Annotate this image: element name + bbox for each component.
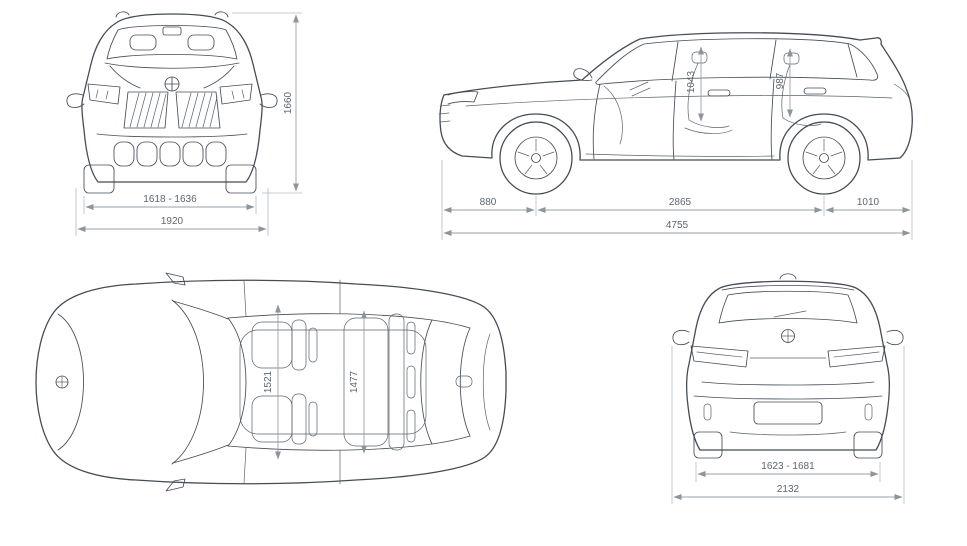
front-seats: [251, 319, 318, 445]
headlight-right: [219, 83, 253, 105]
mirror-right: [886, 329, 904, 346]
roof-side-edges: [227, 313, 433, 451]
tailgate-bottom-line: [701, 381, 875, 386]
rear-dimensions: 1623 - 1681 2132: [671, 346, 905, 504]
front-door-handle: [707, 89, 731, 97]
roof-spoiler-lip: [721, 285, 855, 291]
rear-left-tire: [693, 431, 723, 459]
kidney-grille: [123, 91, 221, 129]
hood-creases: [109, 65, 235, 89]
dimension-label-front-overhang: 880: [480, 197, 497, 208]
cowl-line: [104, 62, 240, 69]
headlight: [447, 91, 479, 105]
front-view: 1618 - 1636 1920 1660: [20, 0, 320, 255]
dimension-label-front-headroom: 1043: [686, 70, 697, 93]
right-headrest: [187, 34, 215, 51]
dimension-label-overall-length: 4755: [666, 220, 689, 231]
left-headrest: [129, 34, 157, 51]
bmw-roundel-icon: [55, 375, 69, 389]
dimension-label-front-track: 1618 - 1636: [143, 194, 197, 205]
dimension-label-rear-overhang: 1010: [857, 197, 880, 208]
front-left-tire: [83, 164, 115, 194]
taillight-edge: [893, 83, 910, 99]
dimension-label-front-width: 1920: [161, 216, 184, 227]
bumper-top-line: [693, 395, 883, 400]
character-line: [465, 95, 893, 107]
front-dimensions: 1618 - 1636 1920 1660: [75, 12, 302, 236]
bmw-roundel-icon: [781, 329, 795, 344]
sill-trim: [585, 153, 775, 157]
dimension-label-rear-headroom: 987: [775, 72, 786, 89]
diffuser-line: [729, 431, 847, 436]
door-seams: [592, 78, 775, 161]
reflector-right: [864, 403, 873, 421]
side-dimensions: 1043 987 880 2865 1010 4755: [441, 46, 913, 240]
side-view: 1043 987 880 2865 1010 4755: [424, 0, 944, 255]
rear-view: 1623 - 1681 2132: [658, 266, 918, 526]
dimension-label-height: 1660: [283, 91, 294, 114]
rear-window-arcs: [420, 319, 471, 445]
windshield: [106, 25, 238, 60]
rear-body-outline: [685, 280, 891, 451]
rear-right-tire: [853, 431, 883, 459]
side-car-drawing: [438, 32, 913, 195]
rear-wiper: [773, 310, 807, 318]
rear-window: [718, 290, 858, 324]
fin-antenna: [455, 375, 473, 388]
mirror-left: [672, 329, 690, 346]
windshield-top-arc: [227, 317, 247, 447]
front-right-tire: [225, 164, 257, 194]
c-pillars: [431, 319, 471, 445]
tail-edge-arc: [482, 333, 491, 431]
pillars: [671, 39, 858, 82]
rear-car-drawing: [672, 273, 904, 459]
door-seams: [243, 279, 341, 485]
panoramic-roof: [239, 329, 427, 435]
top-view: 1521 1477: [26, 272, 516, 517]
mirror-bottom: [165, 478, 186, 492]
lower-air-intakes: [113, 141, 227, 167]
headlight-left: [87, 83, 121, 105]
dimension-label-front-cabin-width: 1521: [263, 370, 274, 393]
taillight-right: [827, 345, 886, 368]
roof-rails: [115, 11, 229, 18]
bmw-roundel-icon: [164, 76, 180, 92]
hood-contour: [57, 313, 84, 451]
reflector-left: [703, 403, 712, 421]
front-car-drawing: [66, 11, 278, 194]
dimension-label-rear-track: 1623 - 1681: [761, 461, 815, 472]
windshield-cowl-arc: [171, 299, 204, 465]
license-plate-recess: [753, 401, 823, 425]
a-pillars: [172, 300, 229, 464]
nose-grille-slats: [438, 104, 451, 123]
bumper-line: [96, 133, 248, 138]
top-dimensions: 1521 1477: [263, 304, 367, 460]
rear-door-handle: [803, 87, 827, 95]
dimension-label-rear-cabin-width: 1477: [349, 370, 360, 393]
dimension-label-rear-overall-width: 2132: [777, 484, 800, 495]
rear-wheel: [787, 121, 861, 195]
side-mirrors: [66, 93, 278, 108]
glasshouse: [595, 38, 879, 85]
front-body-outline: [81, 13, 263, 183]
front-wheel: [499, 121, 573, 195]
side-mirror: [573, 68, 593, 81]
taillight-left: [690, 345, 749, 368]
dimension-label-wheelbase: 2865: [669, 197, 692, 208]
mirror-top: [165, 272, 186, 286]
interior-mirror: [162, 26, 182, 36]
fin-antenna: [779, 273, 797, 280]
top-body-outline: [35, 279, 507, 485]
side-body-outline: [439, 32, 913, 161]
